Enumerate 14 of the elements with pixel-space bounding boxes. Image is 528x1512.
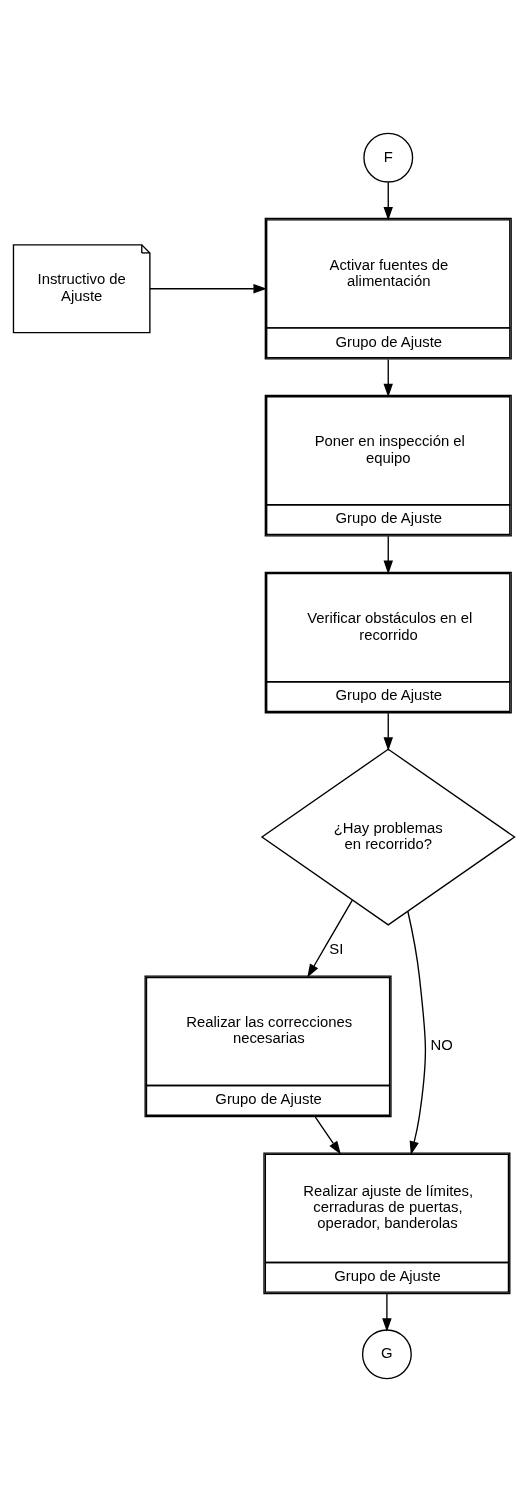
node-circle: F	[363, 132, 414, 183]
arrow	[314, 1116, 341, 1155]
arrow	[382, 1293, 392, 1332]
edge-label: SI	[329, 941, 344, 958]
arrow	[149, 283, 267, 294]
arrow	[383, 358, 393, 398]
arrow	[383, 535, 393, 575]
node-diamond: ¿Hay problemas en recorrido?	[260, 748, 516, 926]
node-circle: G	[361, 1329, 412, 1380]
arrow	[307, 899, 353, 978]
arrow	[383, 712, 393, 751]
edge-label: NO	[430, 1037, 453, 1054]
arrow	[407, 910, 427, 1155]
arrow	[383, 181, 393, 221]
